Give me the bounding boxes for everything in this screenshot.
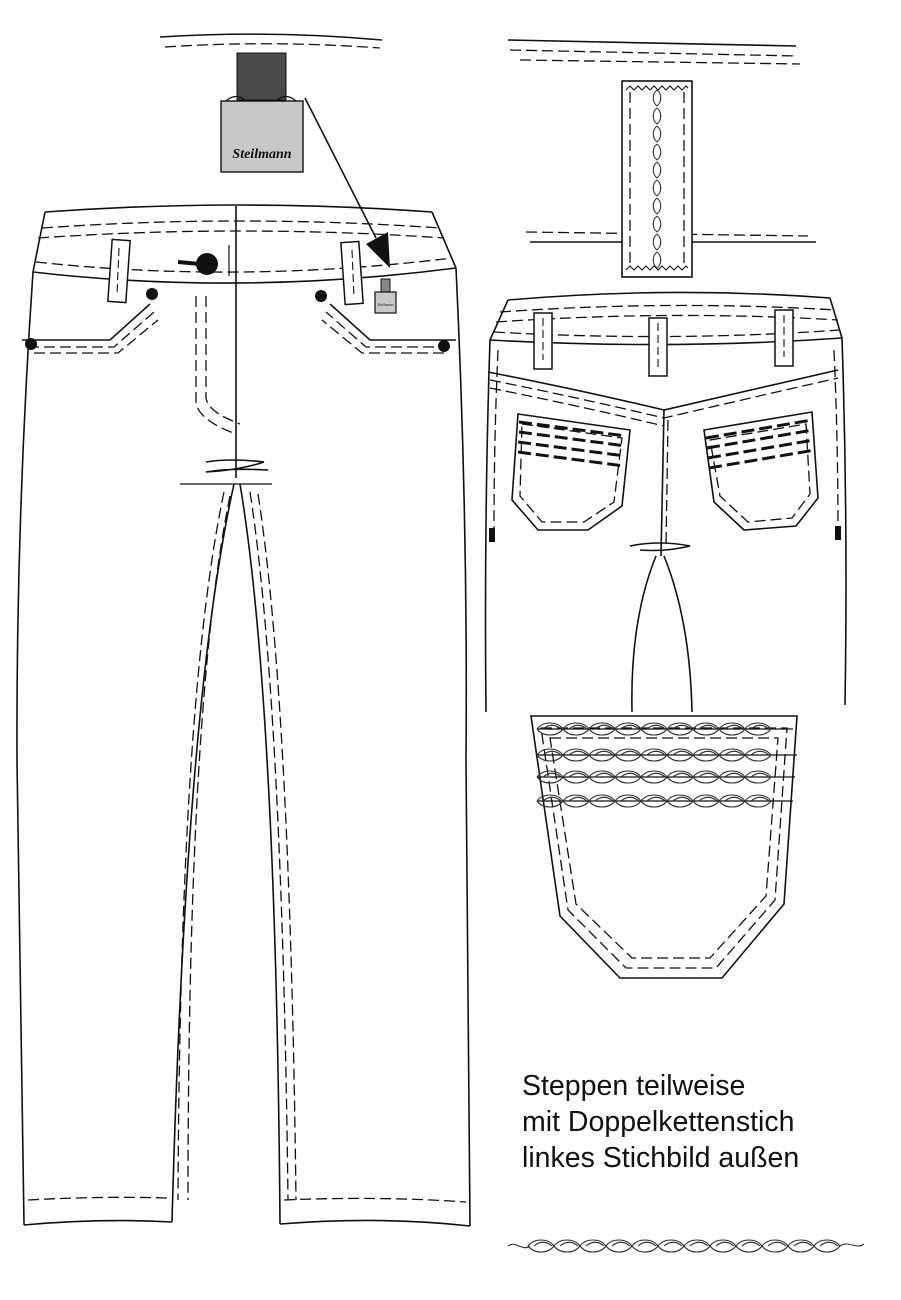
back-center-seam	[660, 409, 665, 557]
front-right-outseam	[455, 267, 471, 1227]
front-waistband-left-edge	[32, 211, 46, 273]
fly-stitch-1	[195, 296, 237, 435]
back-view	[484, 291, 847, 713]
stitch-sample	[507, 1239, 865, 1253]
front-right-hem	[279, 1219, 471, 1227]
crotch-bartack	[205, 459, 269, 473]
front-waistband-stitch-3	[35, 257, 453, 273]
front-belt-loop-left	[107, 238, 131, 304]
back-left-outseam	[484, 339, 491, 713]
back-waistband-top	[507, 291, 831, 301]
label-tape	[236, 52, 287, 101]
note-line: Steppen teilweise	[522, 1070, 746, 1102]
buttonhole	[177, 260, 201, 266]
rivet-icon	[146, 288, 158, 300]
rivet-icon	[315, 290, 327, 302]
back-right-outseam	[841, 337, 847, 706]
front-pocket-left	[22, 303, 151, 341]
front-left-hem	[23, 1219, 173, 1226]
front-waistband-right-edge	[431, 211, 457, 269]
pointer-line	[304, 97, 377, 239]
front-view: Steilmann	[16, 204, 471, 1227]
zoom-line-right	[663, 555, 693, 713]
label-detail: Steilmann	[159, 33, 390, 268]
small-brand-label	[374, 291, 397, 314]
zoom-line-left	[631, 555, 657, 713]
belt-loop-detail	[507, 39, 816, 278]
front-pocket-right	[329, 303, 456, 341]
zigzag-top	[625, 85, 689, 91]
front-belt-loop-right	[340, 240, 364, 306]
front-left-outseam	[16, 271, 34, 1226]
rivet-icon	[438, 340, 450, 352]
pocket-closeup-outline	[530, 715, 798, 979]
zigzag-bottom	[625, 265, 689, 271]
front-waistband-stitch-1	[41, 220, 441, 229]
stitch-note: Steppen teilweise mit Doppelkettenstich …	[522, 1068, 892, 1176]
front-right-inseam	[239, 483, 281, 1225]
back-pocket-left	[511, 413, 631, 531]
front-waistband-top	[44, 204, 433, 213]
front-waistband-bottom	[32, 267, 457, 284]
pointer-arrowhead	[366, 232, 390, 268]
back-bartack	[629, 542, 691, 552]
back-belt-loop-left	[533, 312, 553, 370]
brand-label-tag	[220, 100, 304, 173]
belt-loop-closeup	[621, 80, 693, 278]
waistband-stitch-line	[164, 43, 381, 49]
small-brand-label-text: Steilmann	[378, 302, 394, 307]
front-left-inseam	[171, 483, 235, 1223]
note-line: linkes Stichbild außen	[522, 1142, 800, 1174]
waistband-edge-line	[159, 33, 383, 41]
fly-stitch-2	[205, 296, 241, 425]
back-belt-loop-right	[774, 309, 794, 367]
pocket-detail	[530, 715, 798, 979]
pocket-chain-stitch-rows	[536, 722, 797, 808]
front-waistband-stitch-2	[37, 230, 445, 239]
brand-label-text: Steilmann	[232, 147, 291, 162]
back-pocket-right	[703, 411, 819, 531]
front-button	[196, 253, 218, 275]
note-line: mit Doppelkettenstich	[522, 1106, 795, 1138]
